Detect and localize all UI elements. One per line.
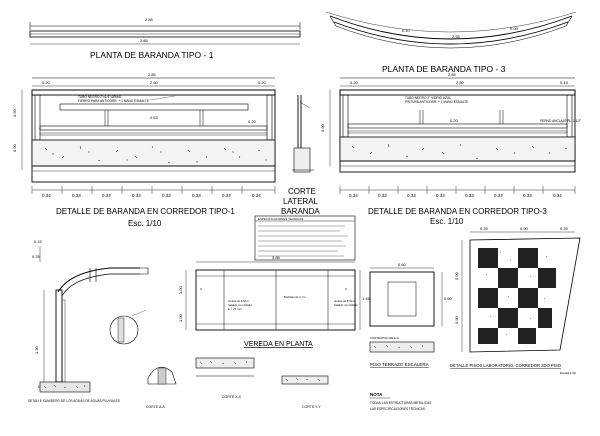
piso-terrazo-escalera: 0.60 0.60 PISO TERRAZO ESCALERA CONTRAPI… [369,262,453,367]
planta1-inner-dim: 2.85 [140,38,149,43]
tipo3-bottom-7: 0.34 [553,193,562,198]
planta3-dim-b: 2.55 [452,34,461,39]
tipo1-bottom-1: 0.33 [72,193,81,198]
detalle-tipo3-title: DETALLE DE BARANDA EN CORREDOR TIPO-3 [368,207,547,216]
tipo3-bottom-0: 0.34 [349,193,358,198]
corte-lateral-line1: CORTE [288,187,316,196]
tipo1-note-2: FIERRO PARA ANTICORR. + 1 MANO ESMALTE [78,99,149,103]
contrapiso-note: CONTRAPISO DE 4cm [370,336,400,340]
planta3-title: PLANTA DE BARANDA TIPO - 3 [382,64,506,74]
detalle-pisos-scale: Escala 1:20 [560,371,576,375]
vereda-side-1: 1.00 [178,285,183,294]
sumidero-dim-c: 1.30 [34,345,39,354]
tipo1-bottom-5: 0.33 [192,193,201,198]
tipo1-bottom-4: 0.33 [162,193,171,198]
vereda-side-3: 1.45 [362,296,371,301]
detalle-baranda-tipo-1: 2.85 0.20 2.50 0.20 0.53 0.20 TUBO NEGRO… [12,72,276,228]
tipo3-bottom-4: 0.33 [465,193,474,198]
corte-x-x-label: CORTE X-X [222,395,242,399]
pisos-top-c: 0.25 [560,226,569,231]
vereda-junta-1: Juntas de 8.5cm [228,299,249,303]
vereda-side-2: 1.00 [178,313,183,322]
planta1-title: PLANTA DE BARANDA TIPO - 1 [90,50,214,60]
corte-lateral-line2: LATERAL [283,197,319,206]
tipo3-bottom-6: 0.33 [523,193,532,198]
tipo1-top-a: 0.20 [42,80,51,85]
tipo1-bottom-0: 0.34 [42,193,51,198]
tipo1-mid2-dim: 0.20 [248,119,257,124]
vereda-junta-b2: Sellado con Asfalto [334,303,358,307]
tipo3-note-1: TUBO NEGRO 2" VIDRIO AZUL [405,96,451,100]
corte-y-y-label: CORTE Y-Y [302,405,321,409]
planta3-dim-c: 0.05 [510,26,519,31]
tipo3-top-b: 2.50 [456,80,465,85]
escalera-dim-b: 0.60 [444,296,453,301]
tipo1-bottom-2: 0.33 [102,193,111,198]
vereda-junta-3: E = 25 mm [228,307,242,311]
planta-baranda-tipo-1: 2.85 2.85 PLANTA DE BARANDA TIPO - 1 [29,17,301,60]
tipo3-note-2: PINTURA ANTICORR. + 1 MANO ESMALTE [405,100,468,104]
vereda-bruñado: Bruñado de 1 cm [284,295,306,299]
tipo1-slab [31,139,276,167]
planta-baranda-tipo-3: 0.10 2.55 0.05 PLANTA DE BARANDA TIPO - … [325,11,577,74]
detalle-tipo3-scale: Esc. 1/10 [430,217,464,226]
tipo1-total-dim: 2.85 [148,72,157,77]
escalera-dim-a: 0.60 [398,262,407,267]
specs-table: ESPECIFICACIONES TECNICAS [254,215,356,261]
tipo3-bottom-5: 0.33 [494,193,503,198]
tipo3-bottom-3: 0.33 [436,193,445,198]
detalle-sumidero-title: DETALLE SUMIDERO DE LOS AGUAS DE AGUAS P… [28,399,120,403]
tipo1-note-1: TUBO NEGRO 2"x1/4" ARMAL [78,95,122,99]
vereda-title: VEREDA EN PLANTA [244,341,313,348]
vereda-x-mark-1: X [200,287,202,291]
vereda-junta-2: Sellado con Asfalto [228,303,252,307]
planta1-total-dim: 2.85 [145,17,154,22]
tipo3-top-c: 0.15 [560,80,569,85]
detalle-tipo1-scale: Esc. 1/10 [128,219,162,228]
vereda-x-mark-2: X [345,287,347,291]
pisos-top-a: 0.25 [480,226,489,231]
pisos-side-a: 0.90 [454,271,459,280]
vereda-total-dim: 3.85 [272,255,281,260]
detalle-sumidero: 0.15 0.25 1.30 0.30 DETALLE SUMIDERO DE … [28,239,177,409]
sumidero-dim-a: 0.15 [34,239,43,244]
vereda-junta-b1: Juntas de 8.5cm [334,299,355,303]
sumidero-dim-b: 0.25 [32,254,41,259]
tipo3-mid-dim: 0.20 [450,118,459,123]
tipo3-total-dim: 2.85 [448,72,457,77]
nota-line-1: TODAS LAS ESTRUCTURAS METALICAS [370,401,431,405]
tipo3-h1: 0.90 [320,123,325,132]
planta3-dim-a: 0.10 [402,28,411,33]
tipo1-bottom-3: 0.33 [132,193,141,198]
nota-block: NOTA TODAS LAS ESTRUCTURAS METALICAS LAS… [370,392,431,411]
corte-lateral-baranda: CORTE LATERAL BARANDA [281,95,320,216]
tipo1-h1: 0.90 [12,108,17,117]
tipo1-bottom-6: 0.33 [222,193,231,198]
nota-line-2: LAS ESPECIFICACIONES TECNICAS [370,407,425,411]
tipo1-top-b: 2.50 [150,80,159,85]
pisos-side-b: 0.90 [454,315,459,324]
corte-a-a-label: CORTE A-A [146,405,165,409]
tipo3-anclaje-note: PERNO ANCLAJE PL. 1 1/2" [540,119,581,123]
tipo1-h2: 0.90 [12,143,17,152]
detalle-tipo1-title: DETALLE DE BARANDA EN CORREDOR TIPO-1 [56,207,235,216]
piso-terrazo-title: PISO TERRAZO ESCALERA [370,362,429,367]
tipo1-top-c: 0.20 [258,80,267,85]
detalle-pisos: 0.25 0.90 0.25 0.90 0.90 DETALLE PI [450,226,581,375]
tipo1-bottom-7: 0.34 [252,193,261,198]
detalle-baranda-tipo-3: 2.85 0.20 2.50 0.15 TUBO NEGRO 2" VIDRIO… [320,72,581,226]
nota-heading: NOTA [370,392,383,397]
detalle-pisos-title: DETALLE PISOS LABORATORIO, CORREDOR 2DO … [450,363,562,368]
specs-table-title: ESPECIFICACIONES TECNICAS [258,217,303,221]
vereda-en-planta: 3.85 X X Juntas de 8.5cm Sellado con Asf… [178,255,371,409]
tipo3-bottom-1: 0.33 [378,193,387,198]
tipo3-bottom-2: 0.33 [407,193,416,198]
tipo3-top-a: 0.20 [350,80,359,85]
corte-lateral-line3: BARANDA [281,207,320,216]
pisos-top-b: 0.90 [520,226,529,231]
tipo1-mid-dim: 0.53 [150,115,159,120]
